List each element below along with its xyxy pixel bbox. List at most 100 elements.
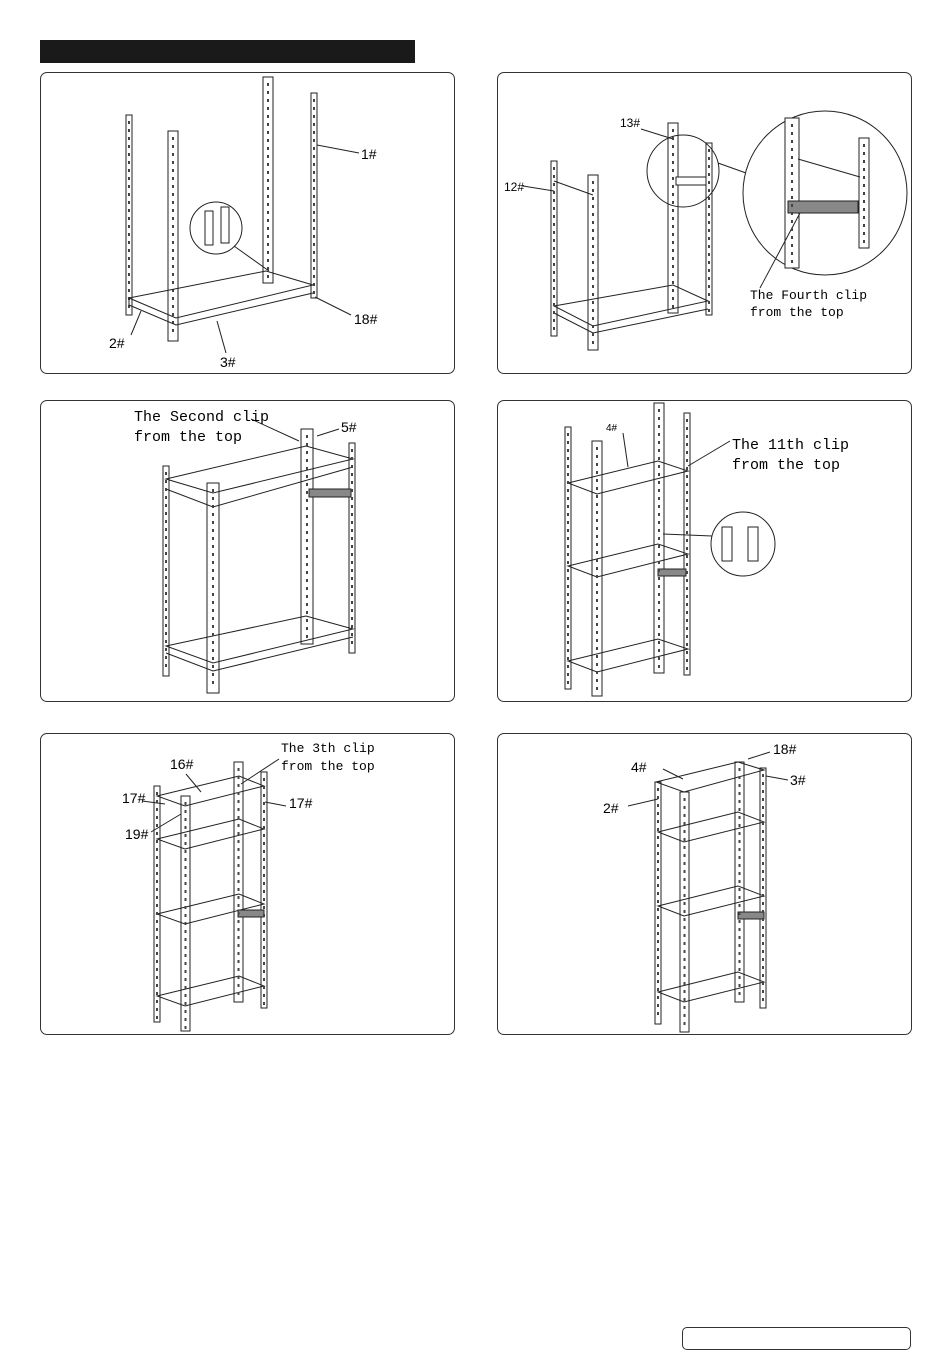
post-slot bbox=[762, 894, 764, 897]
post-slot bbox=[708, 165, 710, 168]
post-slot bbox=[553, 167, 555, 170]
page-number-box bbox=[682, 1327, 911, 1350]
post-slot bbox=[351, 577, 353, 580]
post-slot bbox=[156, 960, 158, 963]
post-slot bbox=[238, 880, 240, 883]
post-slot bbox=[553, 239, 555, 242]
post-slot bbox=[172, 209, 174, 212]
post-slot bbox=[567, 529, 569, 532]
post-slot bbox=[863, 232, 865, 235]
part-label: 5# bbox=[341, 419, 357, 435]
post-slot bbox=[212, 553, 214, 556]
post-slot bbox=[684, 950, 686, 953]
post-slot bbox=[791, 156, 793, 159]
post-slot bbox=[351, 537, 353, 540]
post-slot bbox=[313, 123, 315, 126]
post-slot bbox=[553, 199, 555, 202]
post-slot bbox=[684, 958, 686, 961]
post-slot bbox=[658, 633, 660, 636]
post-slot bbox=[172, 217, 174, 220]
post-slot bbox=[238, 824, 240, 827]
post-slot bbox=[567, 561, 569, 564]
post-slot bbox=[238, 800, 240, 803]
post-slot bbox=[156, 992, 158, 995]
post-slot bbox=[156, 888, 158, 891]
post-slot bbox=[263, 858, 265, 861]
post-slot bbox=[128, 185, 130, 188]
post-slot bbox=[267, 163, 269, 166]
post-slot bbox=[185, 858, 187, 861]
post-slot bbox=[686, 515, 688, 518]
post-slot bbox=[567, 681, 569, 684]
post-slot bbox=[553, 319, 555, 322]
post-slot bbox=[762, 902, 764, 905]
post-slot bbox=[306, 579, 308, 582]
post-slot bbox=[128, 145, 130, 148]
post-slot bbox=[267, 115, 269, 118]
post-slot bbox=[686, 603, 688, 606]
post-slot bbox=[553, 215, 555, 218]
post-slot bbox=[686, 555, 688, 558]
post-slot bbox=[267, 195, 269, 198]
post-slot bbox=[165, 624, 167, 627]
post-slot bbox=[128, 169, 130, 172]
post-slot bbox=[128, 177, 130, 180]
post-slot bbox=[686, 579, 688, 582]
post-slot bbox=[658, 625, 660, 628]
post-slot bbox=[686, 475, 688, 478]
step-1-illustration: 1# 18# 2# 3# bbox=[41, 73, 454, 373]
post-slot bbox=[553, 287, 555, 290]
post-slot bbox=[762, 886, 764, 889]
post-slot bbox=[791, 140, 793, 143]
post-slot bbox=[165, 568, 167, 571]
post-slot bbox=[791, 260, 793, 263]
post-slot bbox=[553, 295, 555, 298]
post-slot bbox=[212, 537, 214, 540]
post-slot bbox=[172, 137, 174, 140]
post-slot bbox=[596, 671, 598, 674]
post-slot bbox=[567, 609, 569, 612]
post-slot bbox=[263, 898, 265, 901]
post-slot bbox=[313, 107, 315, 110]
post-slot bbox=[762, 934, 764, 937]
post-slot bbox=[672, 233, 674, 236]
post-slot bbox=[165, 600, 167, 603]
post-slot bbox=[553, 271, 555, 274]
post-slot bbox=[263, 890, 265, 893]
post-slot bbox=[684, 926, 686, 929]
post-slot bbox=[686, 627, 688, 630]
post-slot bbox=[238, 816, 240, 819]
post-slot bbox=[672, 289, 674, 292]
post-slot bbox=[592, 325, 594, 328]
post-slot bbox=[267, 251, 269, 254]
post-slot bbox=[267, 171, 269, 174]
post-slot bbox=[313, 155, 315, 158]
post-slot bbox=[686, 619, 688, 622]
post-slot bbox=[863, 216, 865, 219]
post-slot bbox=[567, 473, 569, 476]
post-slot bbox=[657, 916, 659, 919]
post-slot bbox=[672, 209, 674, 212]
post-slot bbox=[658, 513, 660, 516]
post-slot bbox=[739, 928, 741, 931]
post-slot bbox=[762, 790, 764, 793]
post-slot bbox=[657, 796, 659, 799]
post-slot bbox=[592, 205, 594, 208]
post-slot bbox=[592, 317, 594, 320]
post-slot bbox=[684, 918, 686, 921]
post-slot bbox=[708, 301, 710, 304]
post-slot bbox=[212, 593, 214, 596]
post-slot bbox=[657, 884, 659, 887]
post-slot bbox=[596, 655, 598, 658]
post-slot bbox=[238, 960, 240, 963]
part-label: 13# bbox=[620, 116, 640, 130]
post-slot bbox=[165, 480, 167, 483]
post-slot bbox=[686, 483, 688, 486]
post-slot bbox=[658, 665, 660, 668]
post-slot bbox=[128, 129, 130, 132]
post-slot bbox=[596, 511, 598, 514]
post-slot bbox=[263, 954, 265, 957]
post-slot bbox=[238, 808, 240, 811]
post-slot bbox=[672, 249, 674, 252]
post-slot bbox=[791, 228, 793, 231]
